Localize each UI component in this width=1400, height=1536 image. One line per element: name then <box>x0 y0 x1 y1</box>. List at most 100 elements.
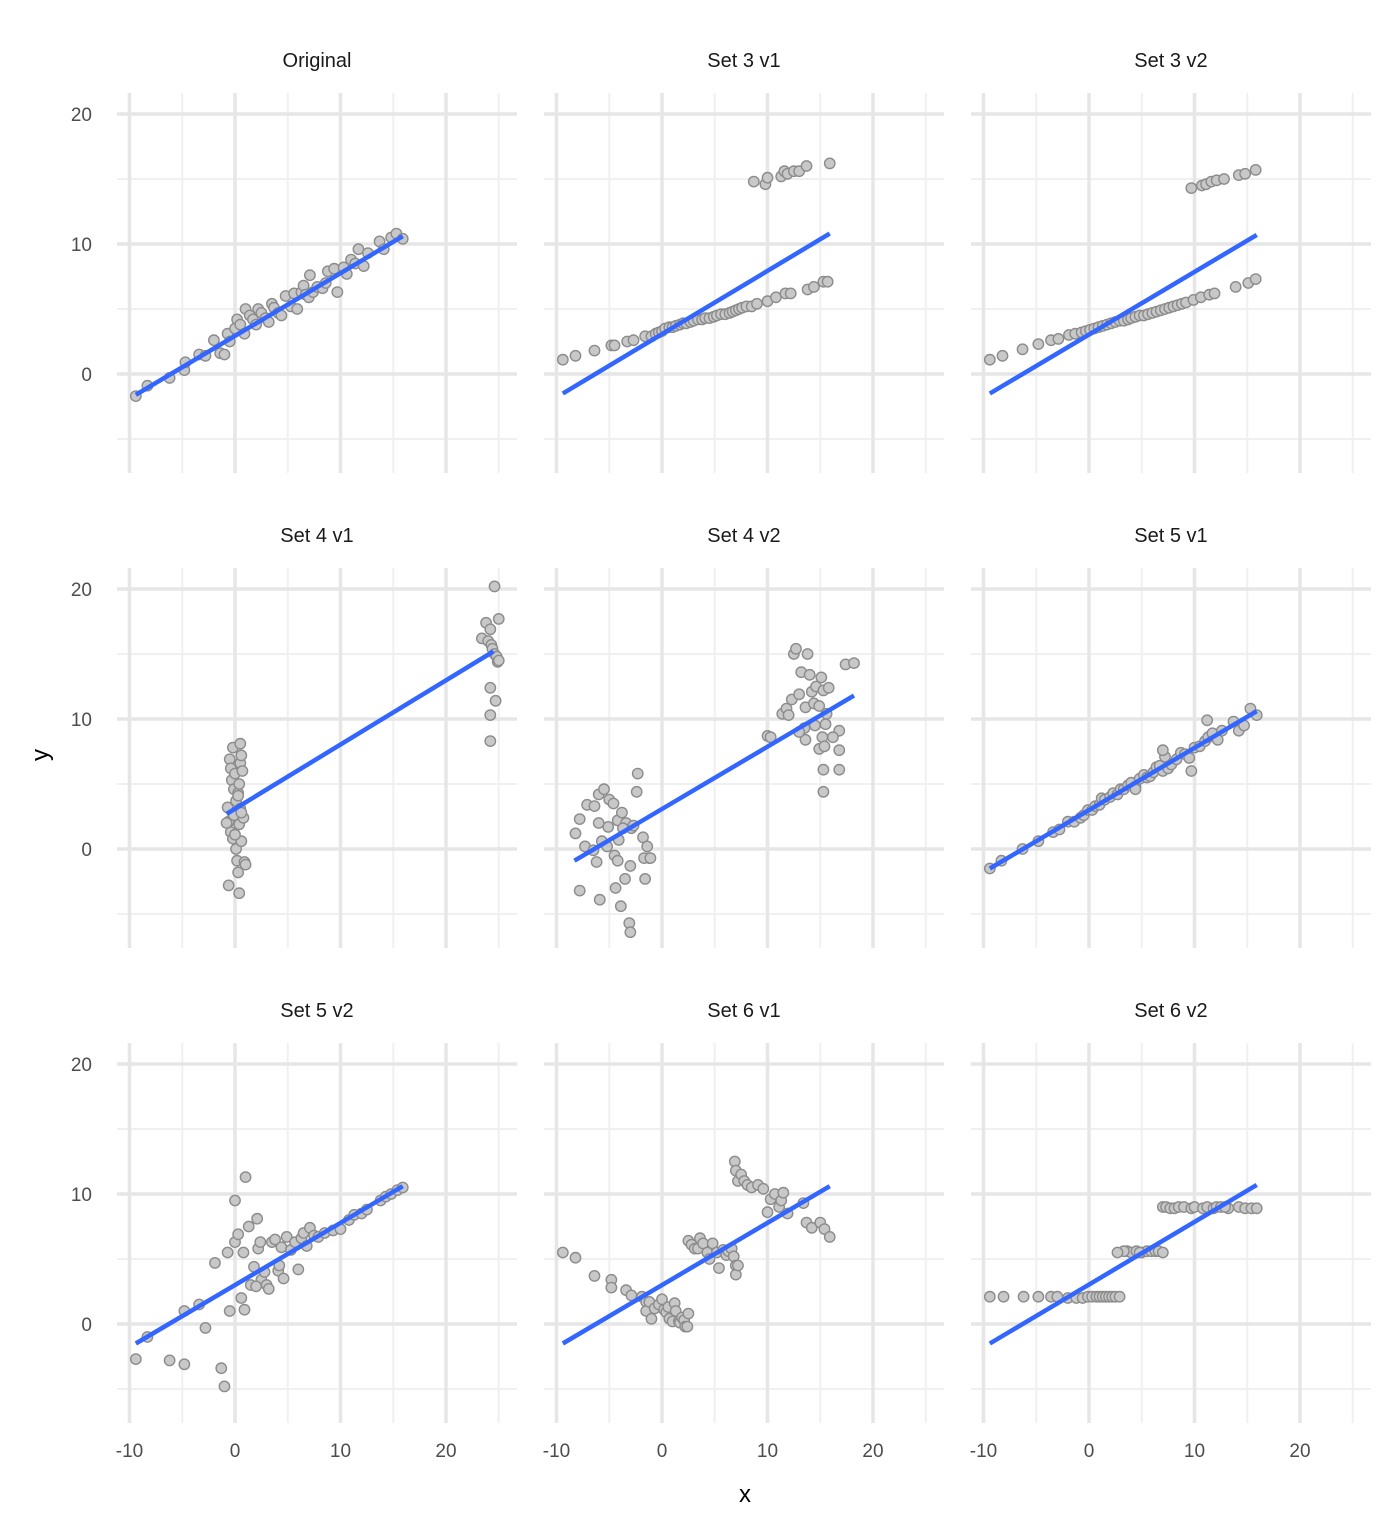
data-point <box>209 1257 221 1269</box>
data-point <box>492 613 505 625</box>
regression-line <box>134 1184 404 1346</box>
data-point <box>229 828 241 841</box>
data-point <box>793 688 806 701</box>
data-point <box>269 1233 281 1246</box>
data-point <box>631 767 644 780</box>
x-tick-label: -10 <box>116 1441 143 1462</box>
data-point <box>761 1206 774 1219</box>
data-point <box>833 763 846 776</box>
data-point <box>222 879 235 892</box>
data-point <box>644 852 657 864</box>
data-point <box>484 735 497 747</box>
data-point <box>790 642 802 655</box>
data-point <box>1016 343 1029 356</box>
regression-line <box>573 693 856 863</box>
data-point <box>784 287 797 300</box>
y-tick-label: 10 <box>71 1185 92 1206</box>
data-point <box>817 785 830 798</box>
data-point <box>277 1272 290 1285</box>
data-point <box>609 882 622 894</box>
y-tick-label: 10 <box>71 235 92 256</box>
data-point <box>1156 1246 1169 1259</box>
y-tick-label: 20 <box>71 580 92 601</box>
data-point <box>983 1290 996 1303</box>
data-point <box>1185 765 1198 777</box>
data-point <box>819 718 832 731</box>
data-point <box>713 1262 725 1275</box>
x-tick-label: 20 <box>1289 1441 1310 1462</box>
data-point <box>569 349 582 362</box>
regression-line <box>988 232 1258 396</box>
data-point <box>573 813 586 825</box>
data-point <box>1113 1290 1126 1303</box>
data-point <box>833 744 846 757</box>
data-point <box>682 1307 695 1320</box>
y-tick-label: 0 <box>81 1315 92 1336</box>
data-point <box>805 1221 818 1234</box>
data-point <box>233 887 246 900</box>
panel-title: Set 6 v2 <box>1134 1000 1207 1022</box>
data-point <box>235 749 248 762</box>
data-point <box>229 1194 241 1207</box>
data-point <box>1250 1202 1263 1215</box>
data-point <box>484 709 497 721</box>
panel-title: Set 3 v1 <box>707 50 780 72</box>
panel-title: Set 5 v2 <box>280 1000 353 1022</box>
data-point <box>220 817 233 829</box>
data-point <box>627 334 640 347</box>
data-point <box>747 175 760 188</box>
data-point <box>292 1263 305 1276</box>
data-point <box>488 580 501 593</box>
data-point <box>129 1353 142 1366</box>
regression-line <box>561 1184 831 1346</box>
data-point <box>624 926 637 939</box>
data-point <box>1185 182 1198 195</box>
data-point <box>801 648 814 660</box>
data-point <box>1249 273 1262 285</box>
data-point <box>751 297 763 310</box>
y-tick-label: 10 <box>71 710 92 731</box>
data-point <box>1229 280 1242 293</box>
data-point <box>803 668 816 681</box>
data-point <box>484 623 497 636</box>
data-point <box>1201 714 1214 727</box>
regression-line <box>561 231 831 396</box>
data-point <box>304 269 316 282</box>
regression-line <box>225 649 495 816</box>
data-point <box>238 1303 251 1316</box>
data-point <box>818 740 831 753</box>
data-point <box>823 1231 836 1243</box>
data-point <box>608 339 621 352</box>
x-tick-label: -10 <box>970 1441 997 1462</box>
data-point <box>232 789 245 802</box>
data-point <box>218 1380 231 1393</box>
data-point <box>556 353 569 366</box>
panel-title: Set 4 v1 <box>280 525 353 547</box>
data-point <box>1032 338 1045 350</box>
data-point <box>484 681 497 694</box>
data-point <box>616 806 628 819</box>
x-tick-label: 0 <box>230 1441 241 1462</box>
data-point <box>215 1362 228 1375</box>
data-point <box>1111 1246 1124 1259</box>
x-tick-label: -10 <box>543 1441 570 1462</box>
data-point <box>799 733 812 746</box>
data-point <box>817 763 830 776</box>
panel-title: Set 3 v2 <box>1134 50 1207 72</box>
data-point <box>588 344 601 357</box>
data-point <box>556 1246 569 1259</box>
data-point <box>983 353 996 366</box>
data-point <box>250 1280 263 1293</box>
panel-title: Set 6 v1 <box>707 1000 780 1022</box>
x-tick-label: 0 <box>1084 1441 1095 1462</box>
data-point <box>598 783 610 796</box>
data-point <box>199 1322 212 1334</box>
x-tick-label: 10 <box>1184 1441 1205 1462</box>
regression-line <box>988 1182 1258 1346</box>
y-tick-label: 20 <box>71 105 92 126</box>
data-point <box>808 280 820 293</box>
